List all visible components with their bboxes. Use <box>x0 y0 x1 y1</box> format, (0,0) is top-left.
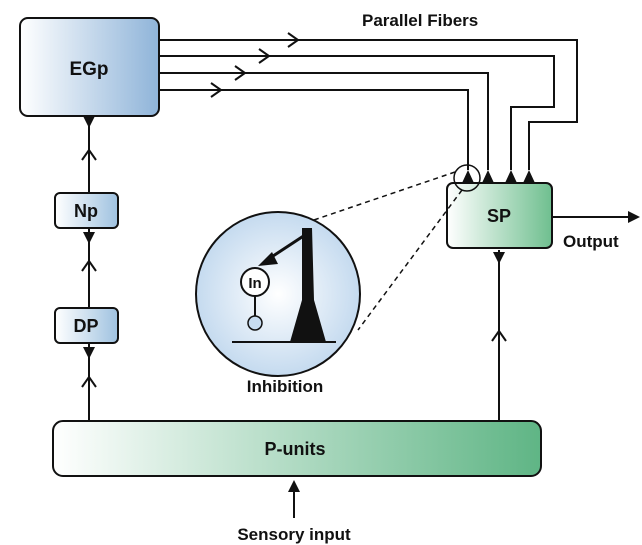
synapse-triangle <box>83 347 95 359</box>
up-arrow <box>81 259 97 272</box>
up-arrow <box>81 148 97 161</box>
interneuron-soma-icon <box>247 315 263 331</box>
np-box: Np <box>54 192 119 229</box>
synapse-triangle <box>482 170 494 183</box>
punits-box: P-units <box>52 420 542 477</box>
zoom-dashed-lines <box>254 171 463 331</box>
inhibitory-synapse <box>258 252 278 266</box>
fiber-arrow-3 <box>234 65 247 81</box>
left-chain-arrows <box>81 148 97 388</box>
fiber-arrow-4 <box>210 82 223 98</box>
pyramidal-cell-icon <box>290 228 326 342</box>
output-label: Output <box>563 232 619 251</box>
up-arrow <box>81 375 97 388</box>
up-arrow <box>491 329 507 342</box>
synapse-triangle <box>83 116 95 128</box>
punits-to-sp <box>491 250 507 421</box>
sp-box: SP <box>446 182 553 249</box>
parallel-fiber-1 <box>159 39 578 170</box>
sp-label: SP <box>487 206 511 226</box>
sensory-input-label: Sensory input <box>237 525 351 544</box>
parallel-fiber-4 <box>159 89 469 170</box>
fiber-arrow-1 <box>287 32 300 48</box>
egp-label: EGp <box>69 59 108 80</box>
synapse-triangle <box>493 252 505 264</box>
dp-label: DP <box>73 316 98 336</box>
synapse-triangle <box>523 170 535 183</box>
punits-label: P-units <box>265 439 326 459</box>
np-label: Np <box>74 201 98 221</box>
parallel-fiber-3 <box>159 72 489 170</box>
interneuron-label: In <box>248 275 261 292</box>
output-arrow <box>552 211 640 223</box>
synapse-triangle <box>505 170 517 183</box>
fiber-direction-arrows <box>210 32 300 98</box>
egp-box: EGp <box>19 17 160 117</box>
parallel-fibers-label: Parallel Fibers <box>362 11 478 30</box>
zoom-circle <box>453 164 481 192</box>
sp-synapses <box>462 170 535 183</box>
parallel-fiber-2 <box>159 55 555 170</box>
fiber-arrow-2 <box>258 48 271 64</box>
dp-box: DP <box>54 307 119 344</box>
inhibition-inset: In <box>195 211 361 377</box>
inhibition-label: Inhibition <box>247 377 323 396</box>
left-chain-synapses <box>83 116 95 359</box>
parallel-fibers <box>159 39 578 170</box>
synapse-triangle <box>462 170 474 183</box>
synapse-triangle <box>83 232 95 244</box>
sensory-input-arrow <box>288 480 300 518</box>
